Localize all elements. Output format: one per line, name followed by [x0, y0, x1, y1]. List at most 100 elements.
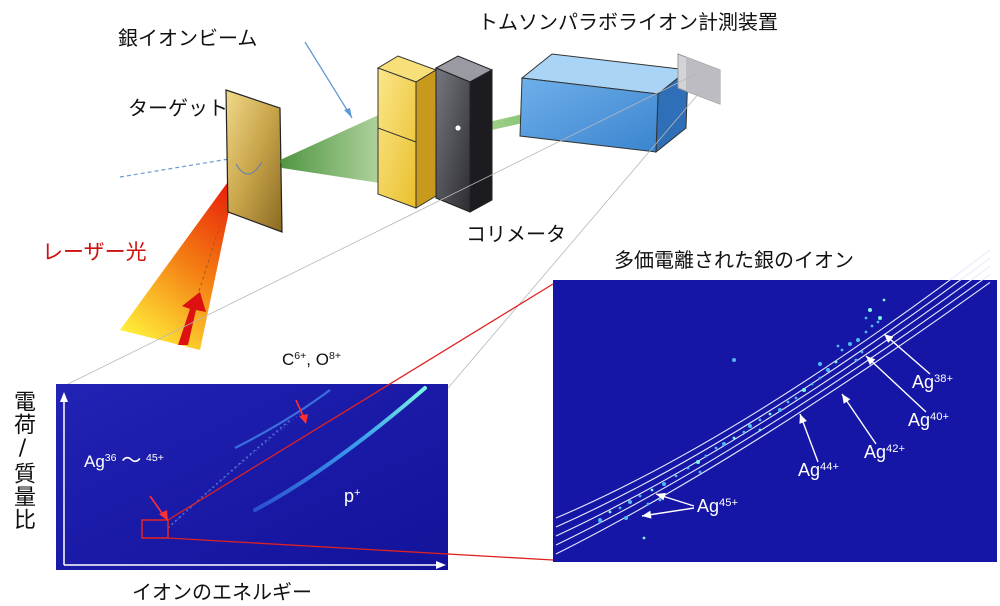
ion-hit-dot: [618, 506, 622, 510]
ion-hit-dot: [624, 516, 628, 520]
ion-beam-label: 銀イオンビーム: [118, 26, 258, 50]
ion-hit-dot: [658, 498, 662, 502]
ion-hit-dot: [778, 408, 782, 412]
ion-hit-dot: [818, 376, 822, 380]
target-spot-arc: [235, 161, 263, 175]
zoom-curves: [555, 249, 991, 555]
zoom-title: 多価電離された銀のイオン: [614, 248, 854, 272]
ion-hit-dot: [758, 418, 762, 422]
collimator-label: コリメータ: [466, 222, 566, 246]
y-axis-label: 電荷/質量比: [10, 390, 35, 531]
ag45-arrow-a: [655, 492, 695, 507]
spectrometer-label: トムソンパラボライオン計測装置: [478, 10, 778, 34]
ion-hit-dot: [662, 482, 666, 486]
ion-hit-dot: [834, 360, 838, 364]
ion-parabola-4: [555, 273, 991, 546]
c-o-track: [234, 389, 331, 449]
ag-range-label: Ag36 ～ 45+: [84, 450, 164, 472]
ion-hit-dot: [748, 424, 752, 428]
ion-hit-dot: [878, 316, 882, 320]
ion-hit-dot: [876, 320, 880, 324]
ion-hit-dot: [674, 474, 678, 478]
ion-parabola-5: [555, 281, 991, 555]
laser-axis: [185, 167, 239, 333]
zoom-dots: [598, 298, 886, 540]
ag38-label: Ag38+: [912, 372, 953, 392]
guide-line-2: [447, 91, 701, 389]
ag42-label: Ag42+: [864, 442, 905, 462]
ion-hit-dot: [698, 470, 702, 474]
beam-axis-line: [119, 157, 236, 178]
ion-hit-dot: [628, 500, 632, 504]
ion-hit-dot: [646, 502, 650, 506]
ion-hit-dot: [642, 536, 646, 540]
spectrum-x-arrowhead: [436, 561, 446, 569]
ion-hit-dot: [870, 324, 874, 328]
ion-hit-dot: [802, 388, 806, 392]
ion-hit-dot: [742, 430, 746, 434]
ion-hit-dot: [714, 446, 718, 450]
ion-hit-dot: [768, 412, 772, 416]
ag44-label: Ag44+: [798, 460, 839, 480]
ion-hit-dot: [860, 350, 864, 354]
zoom-box: [141, 519, 169, 539]
x-axis-label: イオンのエネルギー: [132, 580, 312, 604]
ag-track-2: [174, 413, 301, 523]
collimator-dark: [434, 55, 494, 213]
ag45-arrow-b: [641, 507, 695, 519]
target-plate: [225, 89, 283, 233]
zoom-connector-bottom: [167, 537, 554, 561]
ion-hit-dot: [650, 488, 654, 492]
ion-hit-dot: [864, 316, 868, 320]
ion-parabola-1: [555, 249, 991, 519]
ion-hit-dot: [696, 460, 700, 464]
guide-line-1: [59, 71, 701, 389]
ion-parabola-3: [555, 265, 991, 537]
c-o-arrow-head: [299, 414, 308, 424]
ion-hit-dot: [686, 466, 690, 470]
ion-hit-dot: [598, 518, 602, 522]
ion-hit-dot: [826, 368, 830, 372]
ion-hit-dot: [638, 494, 642, 498]
collimator-yellow: [376, 55, 438, 209]
detector-screen-shade: [686, 57, 720, 104]
proton-track: [253, 386, 427, 512]
ion-hit-dot: [608, 510, 612, 514]
ion-hit-dot: [868, 308, 872, 312]
ion-hit-dot: [786, 400, 790, 404]
ag40-arrow: [865, 355, 927, 413]
ion-hit-dot: [818, 362, 822, 366]
ion-hit-dot: [732, 358, 736, 362]
ion-hit-dot: [722, 442, 726, 446]
ion-hit-dot: [810, 382, 814, 386]
ion-parabola-2: [555, 257, 991, 528]
ion-hit-dot: [854, 358, 858, 362]
ion-hit-dot: [864, 330, 868, 334]
spectrum-panel: [56, 384, 448, 570]
ion-hit-dot: [704, 454, 708, 458]
laser-cone: [120, 168, 238, 350]
laser-label: レーザー光: [42, 240, 147, 264]
ion-hit-dot: [598, 520, 602, 524]
ag40-label: Ag40+: [908, 410, 949, 430]
ion-hit-dot: [794, 396, 798, 400]
ag45-label: Ag45+: [697, 496, 738, 516]
target-label: ターゲット: [128, 96, 228, 120]
beam-pointer-head: [344, 108, 352, 118]
spectrometer-box: [519, 53, 690, 154]
ion-hit-dot: [840, 348, 844, 352]
ion-hit-dot: [848, 342, 852, 346]
ag-arrow-head: [159, 510, 168, 521]
ion-hit-dot: [856, 338, 860, 342]
zoom-connector-top: [167, 283, 554, 521]
ion-hit-dot: [836, 344, 840, 348]
beam-pointer-line: [304, 41, 353, 119]
ion-hit-dot: [758, 428, 762, 432]
ag44-arrow: [799, 413, 819, 463]
spectrum-y-arrowhead: [60, 392, 68, 402]
ion-hit-dot: [732, 436, 736, 440]
c-o-ion-label: C6+, O8+: [282, 350, 341, 369]
ion-hit-dot: [882, 298, 886, 302]
zoom-arrows: [641, 333, 931, 519]
